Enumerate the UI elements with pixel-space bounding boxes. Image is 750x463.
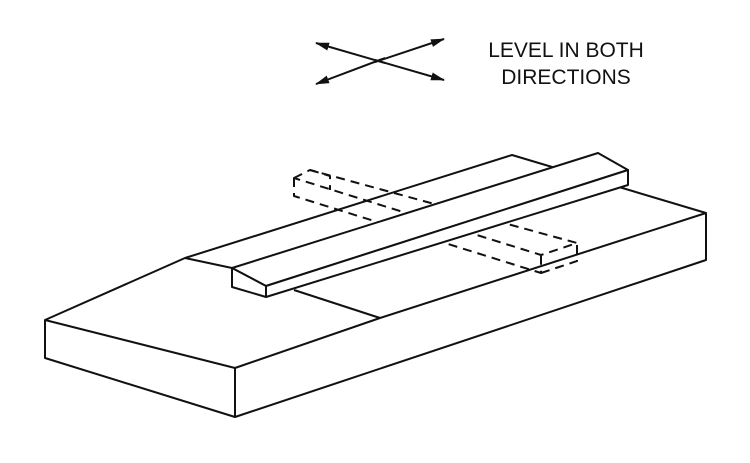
- slab-slope-break-front: [293, 289, 381, 319]
- direction-arrow-2b: [374, 38, 445, 63]
- level-direction-arrows-icon: [315, 38, 445, 85]
- caption-line-1: LEVEL IN BOTH: [488, 39, 644, 62]
- straightedge-dashed-position: [293, 169, 578, 274]
- base-slab: [44, 154, 707, 418]
- dashed-straightedge-left-end: [309, 169, 331, 190]
- slab-right-face: [234, 213, 707, 418]
- dashed-straightedge-front: [293, 178, 542, 274]
- caption-line-2: DIRECTIONS: [501, 66, 631, 89]
- straightedge-solid: [231, 152, 629, 298]
- dashed-straightedge-end: [540, 243, 578, 274]
- straightedge-side-face: [265, 169, 629, 298]
- slab-slope-break-back: [184, 257, 233, 269]
- straightedge-top-face: [231, 152, 629, 287]
- direction-arrow-1b: [374, 59, 445, 81]
- direction-arrow-2: [315, 57, 386, 85]
- slab-front-face: [44, 320, 236, 418]
- direction-arrow-1: [315, 42, 386, 64]
